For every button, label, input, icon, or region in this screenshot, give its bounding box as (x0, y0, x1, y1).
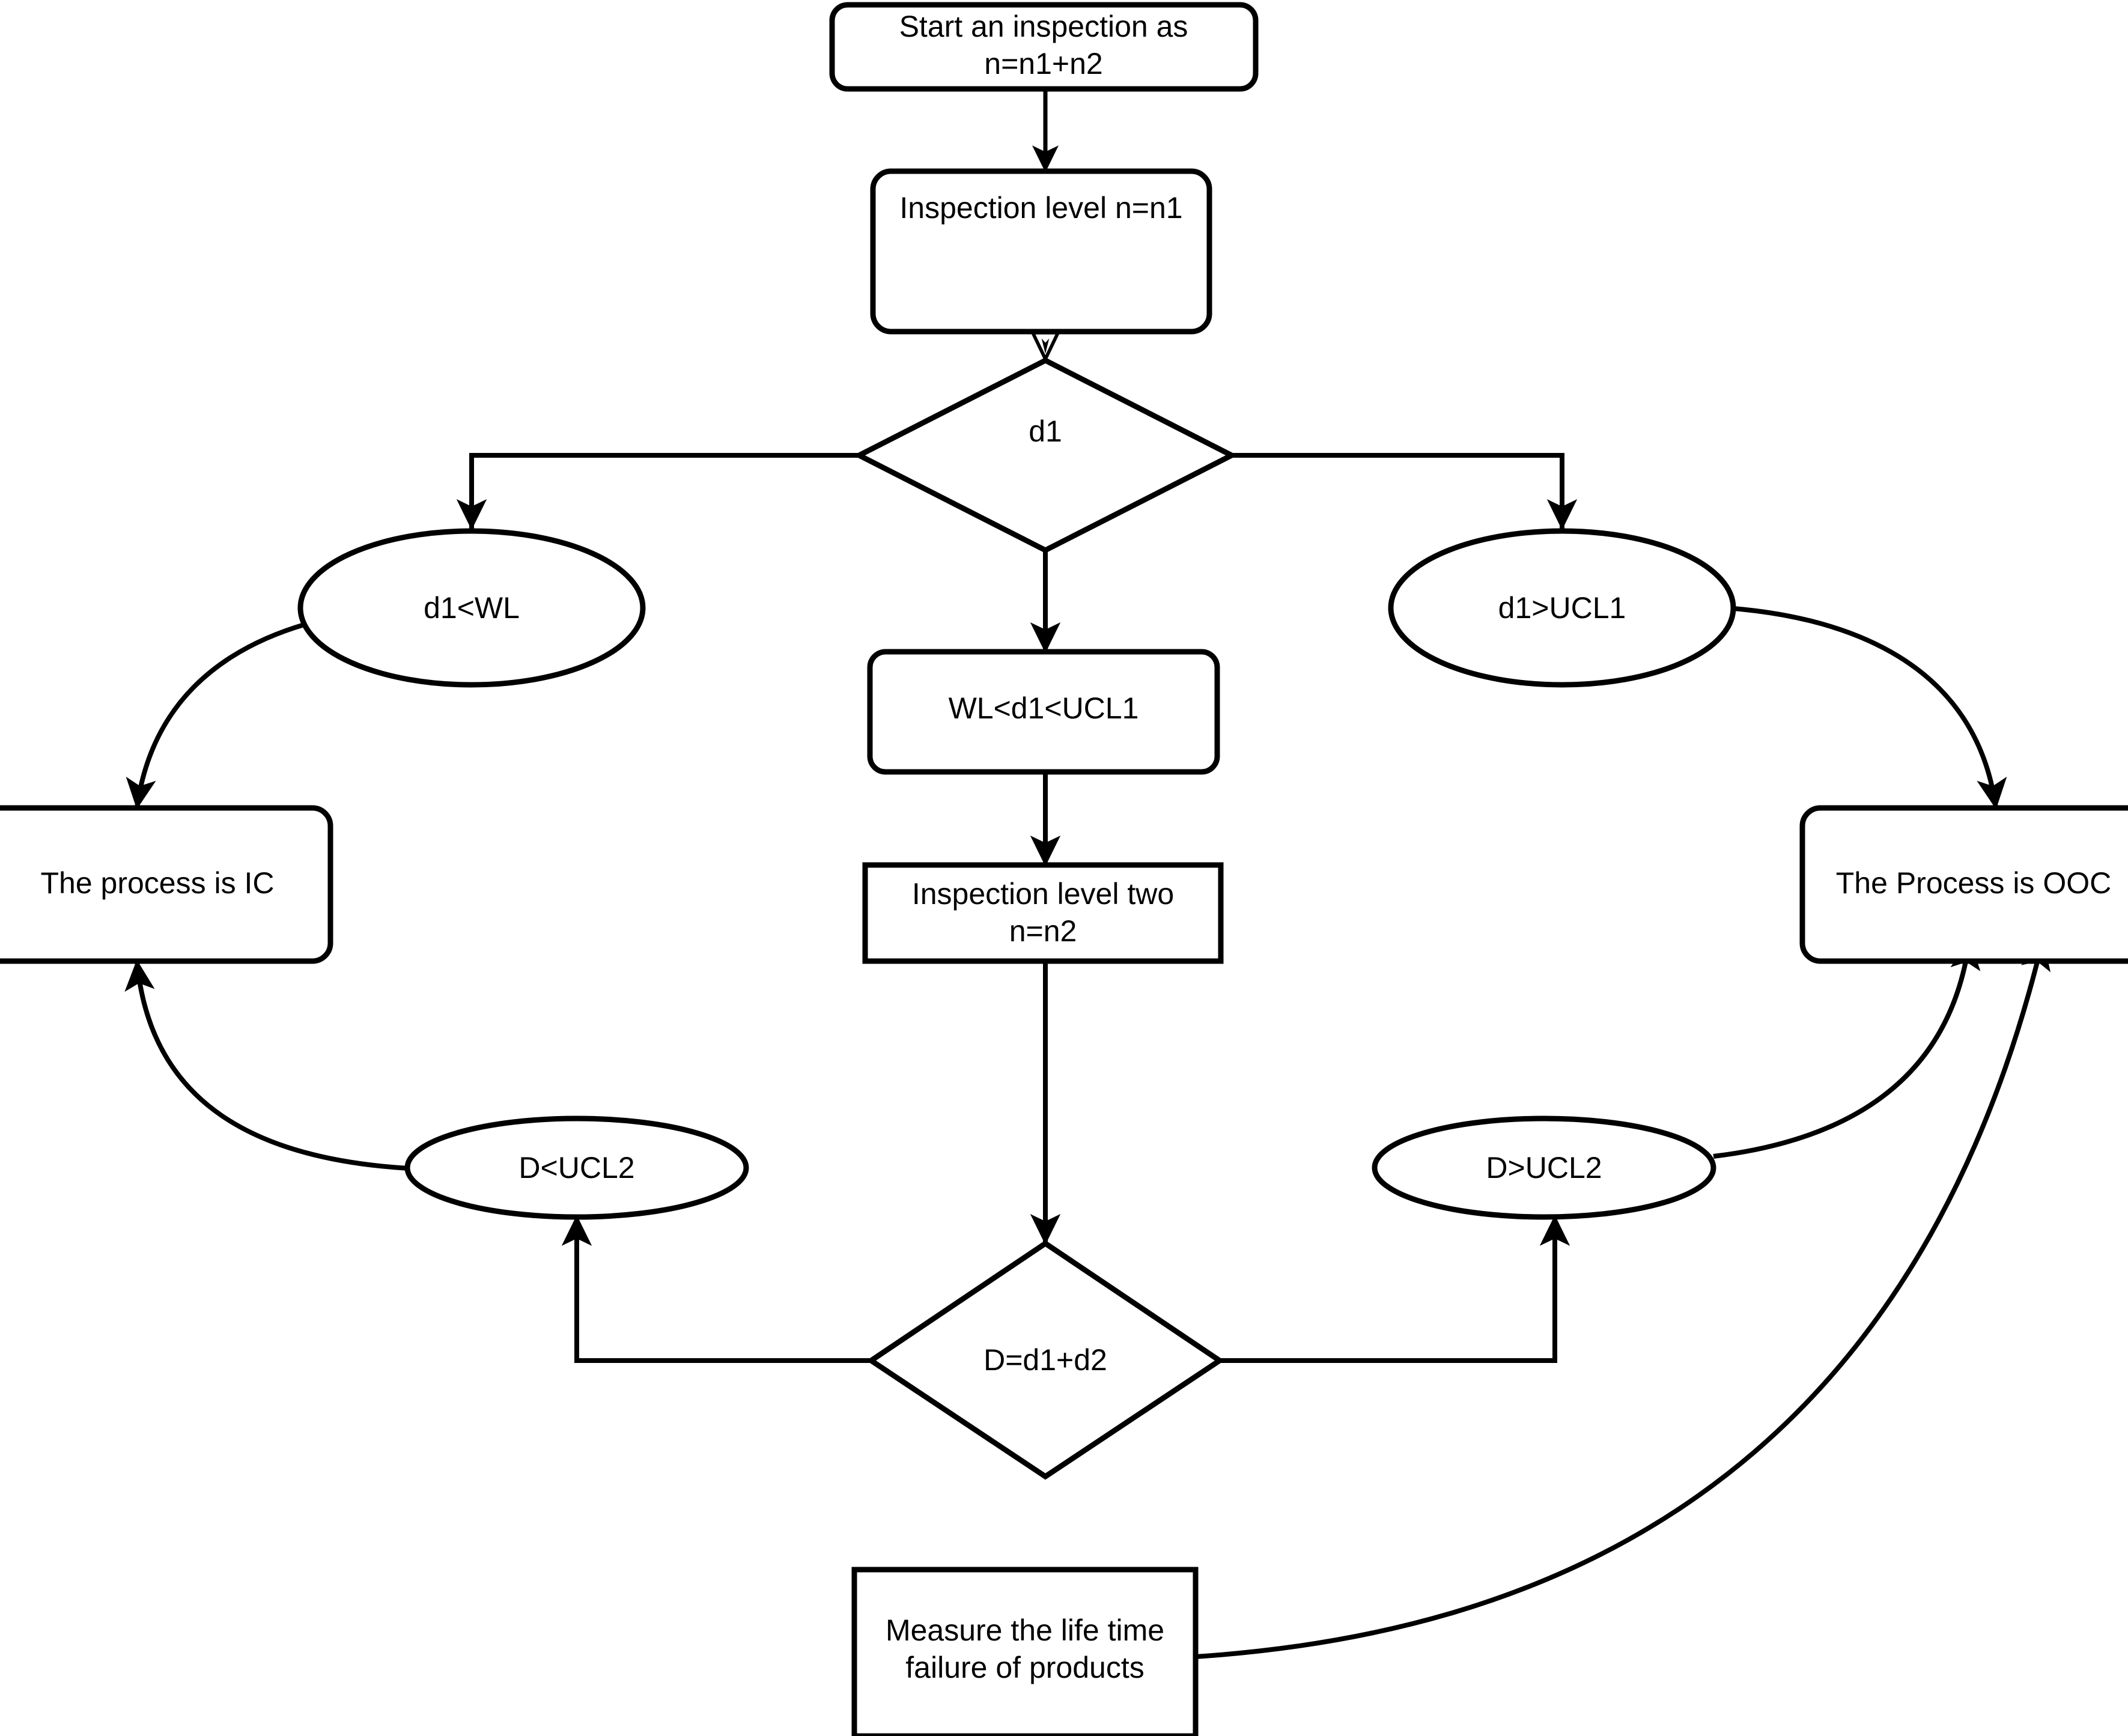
node-measure-lifetime-line1: Measure the life time (886, 1613, 1164, 1647)
node-start-shape (829, 2, 1259, 92)
edge-d-above-ucl2-to-process-ooc (1713, 938, 1981, 1159)
node-inspection-level-two[interactable]: Inspection level two n=n2 (862, 862, 1224, 964)
node-inspection-level-two-line2: n=n2 (1009, 914, 1077, 948)
node-inspection-level-one[interactable]: Inspection level n=n1 (870, 168, 1212, 335)
node-process-ic-label: The process is IC (40, 866, 274, 900)
node-decision-d1-label: d1 (1029, 414, 1062, 448)
node-inspection-level-one-shape (870, 168, 1212, 335)
edge-total-to-d-above-ucl2 (1220, 1215, 1570, 1363)
node-branch-above-ucl1[interactable]: d1>UCL1 (1388, 528, 1736, 688)
edge-d1-to-above-ucl1 (1232, 453, 1578, 530)
node-start-line1: Start an inspection as (899, 10, 1188, 43)
edge-total-to-d-below-ucl2 (561, 1215, 871, 1363)
node-process-ooc-label: The Process is OOC (1836, 866, 2111, 900)
node-measure-lifetime-shape (851, 1567, 1199, 1736)
node-branch-d-above-ucl2-shape (1372, 1115, 1716, 1220)
node-decision-total-d[interactable]: D=d1+d2 (866, 1240, 1225, 1480)
node-branch-d-above-ucl2[interactable]: D>UCL2 (1372, 1115, 1716, 1220)
node-measure-lifetime-line2: failure of products (905, 1651, 1144, 1684)
node-decision-total-d-label: D=d1+d2 (983, 1343, 1107, 1377)
node-branch-between-limits-label: WL<d1<UCL1 (949, 691, 1139, 725)
node-measure-lifetime[interactable]: Measure the life time failure of product… (851, 1567, 1199, 1736)
node-branch-d-below-ucl2[interactable]: D<UCL2 (404, 1115, 749, 1220)
node-decision-d1[interactable]: d1 (853, 357, 1238, 554)
node-process-ooc[interactable]: The Process is OOC (1799, 805, 2128, 964)
node-branch-below-wl-shape (297, 528, 646, 688)
edge-d-below-ucl2-to-process-ic (124, 959, 409, 1171)
node-inspection-level-two-shape (862, 862, 1224, 964)
node-start[interactable]: Start an inspection as n=n1+n2 (829, 2, 1259, 92)
edge-above-ucl1-to-process-ooc (1704, 604, 2007, 810)
node-branch-d-below-ucl2-shape (404, 1115, 749, 1220)
node-branch-between-limits-shape (867, 649, 1220, 775)
edge-d1-to-below-wl (456, 453, 859, 530)
node-branch-d-above-ucl2-label: D>UCL2 (1486, 1151, 1602, 1185)
edge-measure-lifetime-to-process-ooc (1195, 938, 2051, 1659)
node-branch-above-ucl1-label: d1>UCL1 (1498, 591, 1626, 625)
node-process-ic[interactable]: The process is IC (0, 805, 333, 964)
node-branch-d-below-ucl2-label: D<UCL2 (518, 1151, 634, 1185)
node-decision-total-d-shape (866, 1240, 1225, 1480)
node-process-ic-shape (0, 805, 333, 964)
node-decision-d1-shape (853, 357, 1238, 554)
node-inspection-level-one-label: Inspection level n=n1 (899, 191, 1182, 225)
node-start-line2: n=n1+n2 (984, 47, 1102, 80)
node-branch-below-wl-label: d1<WL (424, 591, 520, 625)
node-branch-below-wl[interactable]: d1<WL (297, 528, 646, 688)
node-branch-between-limits[interactable]: WL<d1<UCL1 (867, 649, 1220, 775)
node-branch-above-ucl1-shape (1388, 528, 1736, 688)
node-inspection-level-two-line1: Inspection level two (912, 877, 1174, 911)
node-process-ooc-shape (1799, 805, 2128, 964)
